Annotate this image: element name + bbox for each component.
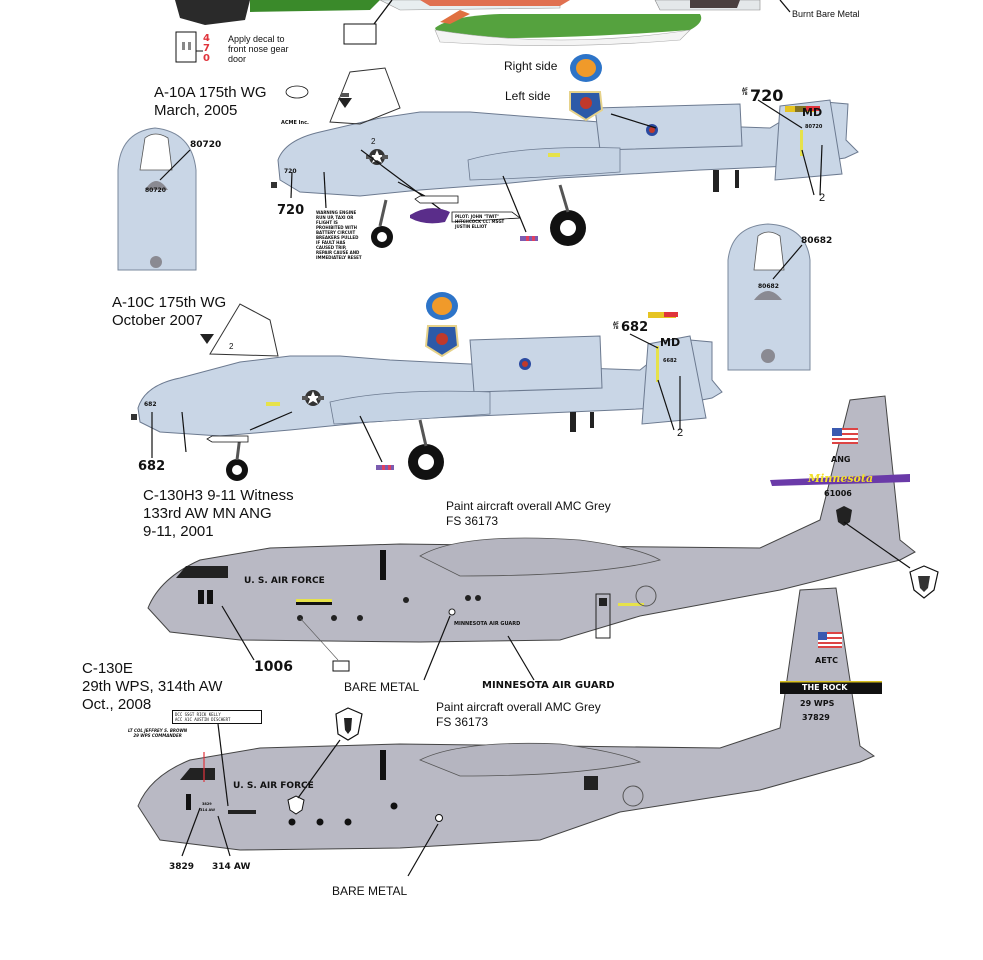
c130h3-profile	[147, 395, 939, 681]
c130e-tail-serial: 37829	[802, 713, 830, 722]
a10a-front-number: 80720	[190, 140, 222, 150]
decal-note-line-1: Apply decal to	[228, 34, 285, 44]
a10c-callout-2: 2	[677, 427, 684, 439]
a10a-title: A-10A 175th WG March, 2005	[154, 84, 267, 120]
a10a-pilot-stencil: PILOT: JOHN "TWIT" HITCHCOCK CC: MSGT JU…	[455, 214, 505, 229]
c130e-crew-line-2: ACC A1C AUSTIN DISCHERT	[175, 717, 231, 722]
a10c-front-number: 80682	[801, 236, 833, 246]
top-aircraft-partial	[175, 0, 791, 63]
c130h3-title-line-1: C-130H3 9-11 Witness	[143, 487, 294, 504]
acme-decal: ACME Inc.	[281, 120, 309, 126]
a10a-nose-number: 720	[277, 203, 305, 218]
c130h3-nose-callout: 1006	[254, 659, 293, 675]
c130h3-tail-serial: 61006	[824, 489, 852, 498]
left-side-label: Left side	[505, 89, 551, 103]
a10a-title-line-1: A-10A 175th WG	[154, 84, 267, 101]
burnt-bare-metal-callout: Burnt Bare Metal	[792, 9, 860, 19]
c130e-fuselage-text: U. S. AIR FORCE	[233, 781, 314, 791]
decal-note-line-2: front nose gear	[228, 44, 289, 54]
c130h3-title-line-2: 133rd AW MN ANG	[143, 505, 272, 522]
c130h3-paint-note-line-2: FS 36173	[446, 514, 499, 528]
c130h3-tail-stripe: Minnesota	[808, 472, 874, 485]
a10c-title: A-10C 175th WG October 2007	[112, 294, 226, 330]
a10a-profile	[271, 54, 859, 248]
a10a-tail-code: MD	[802, 106, 823, 119]
c130e-title-line-1: C-130E	[82, 660, 133, 677]
c130e-profile	[137, 587, 882, 877]
c130e-commander: LT COL JEFFREY S. BROWN 29 WPS COMMANDER	[128, 728, 187, 738]
c130e-nose-wing-small: 314 AW	[200, 808, 215, 812]
a10a-warning-stencil: WARNING ENGINE RUN UP, TAXI OR FLIGHT IS…	[316, 210, 362, 260]
a10c-title-line-1: A-10C 175th WG	[112, 294, 227, 311]
c130e-crew-box: DCC SSGT RICK KELLY ACC A1C AUSTIN DISCH…	[172, 710, 262, 724]
c130e-nose-serial-small: 3829	[202, 802, 212, 806]
a10c-nose-number: 682	[138, 459, 166, 474]
a10c-canopy-callout-2: 2	[229, 342, 234, 351]
c130h3-paint-note-line-1: Paint aircraft overall AMC Grey	[446, 499, 611, 513]
a10a-front-small: 80720	[145, 187, 166, 194]
c130e-commander-line-2: 29 WPS COMMANDER	[133, 733, 182, 738]
a10c-tail-prefix: AF 78	[613, 321, 619, 330]
c130e-paint-note-line-1: Paint aircraft overall AMC Grey	[436, 700, 601, 714]
a10c-title-line-2: October 2007	[112, 312, 203, 329]
decal-digit-4: 4	[203, 33, 210, 44]
decal-note-line-3: door	[228, 54, 247, 64]
a10c-tail-code: MD	[660, 336, 681, 349]
c130e-bare-metal: BARE METAL	[332, 884, 408, 898]
c130h3-paint-note: Paint aircraft overall AMC Grey FS 36173	[446, 499, 611, 529]
c130h3-title: C-130H3 9-11 Witness 133rd AW MN ANG 9-1…	[143, 487, 294, 541]
a10c-front-small: 80682	[758, 283, 779, 290]
c130e-title-line-3: Oct., 2008	[82, 696, 152, 713]
c130e-crew-line-1: DCC SSGT RICK KELLY	[175, 712, 221, 717]
c130e-tail-stripe: THE ROCK	[802, 683, 848, 692]
c130e-tail-unit: AETC	[815, 656, 838, 665]
a10c-tail-small: 6682	[663, 358, 677, 364]
c130e-commander-line-1: LT COL JEFFREY S. BROWN	[128, 728, 188, 733]
a10c-profile	[131, 292, 723, 481]
c130h3-fuselage-text: U. S. AIR FORCE	[244, 576, 325, 586]
a10c-front-view	[727, 223, 811, 371]
a10c-nose-small: 682	[144, 401, 157, 408]
c130e-paint-note-line-2: FS 36173	[436, 715, 489, 729]
decal-digit-7: 7	[203, 43, 210, 54]
c130e-title: C-130E 29th WPS, 314th AW Oct., 2008	[82, 660, 222, 714]
c130e-tail-squadron: 29 WPS	[800, 699, 835, 708]
c130e-callout-wing: 314 AW	[212, 862, 251, 872]
c130h3-title-line-3: 9-11, 2001	[143, 523, 214, 540]
c130h3-guard-callout: MINNESOTA AIR GUARD	[482, 680, 615, 691]
decal-note: Apply decal to front nose gear door	[228, 34, 289, 64]
right-side-label: Right side	[504, 59, 558, 73]
a10a-front-view	[117, 127, 197, 271]
c130h3-tail-unit: ANG	[831, 455, 851, 464]
a10a-title-line-2: March, 2005	[154, 102, 238, 119]
a10c-tail-number: 682	[621, 320, 649, 335]
a10a-canopy-callout-2: 2	[371, 137, 376, 146]
c130e-title-line-2: 29th WPS, 314th AW	[82, 678, 223, 695]
a10a-nose-small: 720	[284, 168, 297, 175]
c130h3-bare-metal: BARE METAL	[344, 680, 420, 694]
c130h3-guard-small: MINNESOTA AIR GUARD	[454, 621, 521, 627]
a10a-tail-prefix: AF 78	[742, 87, 748, 96]
c130e-callout-serial: 3829	[169, 862, 195, 872]
decal-digit-0: 0	[203, 53, 210, 64]
c130e-paint-note: Paint aircraft overall AMC Grey FS 36173	[436, 700, 601, 730]
a10a-tail-number: 720	[750, 86, 784, 105]
a10a-tail-small: 80720	[805, 124, 823, 130]
a10a-callout-2: 2	[819, 192, 826, 204]
